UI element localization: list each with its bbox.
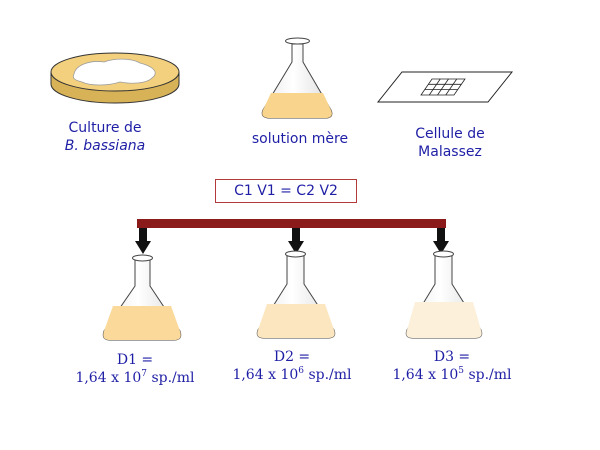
d2-times: x bbox=[268, 367, 276, 383]
d3-name: D3 = bbox=[433, 349, 471, 365]
d1-concentration: 1,64 x 107 sp./ml bbox=[65, 369, 205, 387]
malassez-label-line1: Cellule de bbox=[415, 126, 485, 142]
stock-flask-icon bbox=[261, 37, 333, 119]
d3-unit: sp./ml bbox=[468, 367, 512, 383]
d3-coef: 1,64 bbox=[392, 367, 424, 383]
counting-grid bbox=[420, 78, 466, 96]
stock-solution-label-text: solution mère bbox=[251, 131, 349, 147]
d1-times: x bbox=[111, 370, 119, 386]
down-arrow-icon bbox=[135, 228, 151, 254]
culture-label-line1: Culture de bbox=[68, 120, 142, 136]
d3-base: 10 bbox=[440, 367, 459, 383]
petri-dish-icon bbox=[50, 52, 180, 104]
d1-unit: sp./ml bbox=[151, 370, 195, 386]
d1-base: 10 bbox=[123, 370, 142, 386]
fungal-colony-icon bbox=[72, 58, 156, 86]
d1-coef: 1,64 bbox=[75, 370, 107, 386]
d2-name: D2 = bbox=[273, 349, 311, 365]
distribution-bar bbox=[137, 219, 446, 228]
stock-solution-label: solution mère bbox=[240, 130, 360, 148]
d2-flask-icon bbox=[256, 250, 336, 339]
d2-unit: sp./ml bbox=[308, 367, 352, 383]
d3-times: x bbox=[428, 367, 436, 383]
d1-exponent: 7 bbox=[141, 369, 147, 379]
malassez-label-line2: Malassez bbox=[418, 144, 482, 160]
d1-label: D1 = 1,64 x 107 sp./ml bbox=[65, 351, 205, 387]
d3-label: D3 = 1,64 x 105 sp./ml bbox=[382, 348, 522, 384]
d2-coef: 1,64 bbox=[232, 367, 264, 383]
d2-concentration: 1,64 x 106 sp./ml bbox=[222, 366, 362, 384]
malassez-label: Cellule de Malassez bbox=[395, 125, 505, 161]
culture-label-species: B. bassiana bbox=[64, 138, 146, 154]
d2-label: D2 = 1,64 x 106 sp./ml bbox=[222, 348, 362, 384]
malassez-chamber-icon bbox=[376, 71, 514, 103]
down-arrow-icon bbox=[288, 228, 304, 254]
d1-flask-icon bbox=[102, 254, 182, 341]
d3-exponent: 5 bbox=[458, 366, 464, 376]
dilution-formula: C1 V1 = C2 V2 bbox=[215, 179, 357, 203]
d3-concentration: 1,64 x 105 sp./ml bbox=[382, 366, 522, 384]
d1-name: D1 = bbox=[116, 352, 154, 368]
culture-label: Culture de B. bassiana bbox=[50, 119, 160, 155]
down-arrow-icon bbox=[433, 228, 449, 254]
d2-base: 10 bbox=[280, 367, 299, 383]
d3-flask-icon bbox=[405, 250, 483, 339]
d2-exponent: 6 bbox=[298, 366, 304, 376]
